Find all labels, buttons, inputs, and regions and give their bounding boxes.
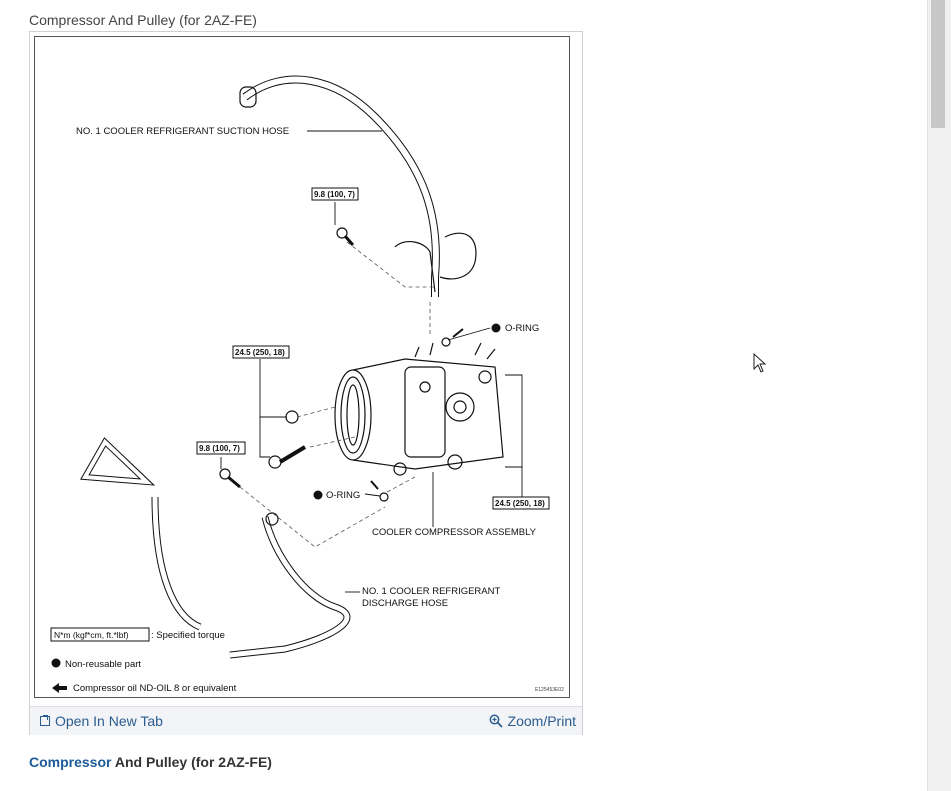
figure-footer: Open In New Tab Zoom/Print [30, 706, 582, 735]
legend-nonreusable: Non-reusable part [65, 659, 141, 670]
open-new-tab-link[interactable]: Open In New Tab [40, 713, 163, 729]
image-code: E125453E02 [535, 687, 564, 693]
legend-oil: Compressor oil ND-OIL 8 or equivalent [73, 683, 237, 694]
discharge-hose-label: NO. 1 COOLER REFRIGERANT [362, 586, 500, 597]
legend-dot-icon [51, 658, 61, 668]
diagram-svg: 9.8 (100, 7) 24.5 (250, 18) 9.8 (100, 7)… [50, 75, 564, 694]
oring-bottom-label: O-RING [326, 490, 360, 501]
nonreusable-dot [313, 490, 323, 500]
figure-card: 9.8 (100, 7) 24.5 (250, 18) 9.8 (100, 7)… [29, 31, 583, 735]
torque-label: 9.8 (100, 7) [199, 444, 240, 453]
torque-label: 9.8 (100, 7) [314, 190, 355, 199]
section-heading-link[interactable]: Compressor [29, 754, 112, 770]
zoom-icon [489, 714, 503, 728]
torque-label: 24.5 (250, 18) [495, 499, 545, 508]
mouse-cursor-icon [753, 353, 767, 373]
open-tab-icon [40, 715, 50, 726]
nonreusable-dot [491, 323, 501, 333]
section-heading-rest: And Pulley (for 2AZ-FE) [111, 754, 272, 770]
zoom-label: Zoom/Print [507, 713, 576, 729]
page-title: Compressor And Pulley (for 2AZ-FE) [29, 12, 257, 28]
suction-hose-label: NO. 1 COOLER REFRIGERANT SUCTION HOSE [76, 126, 289, 137]
discharge-hose-label-2: DISCHARGE HOSE [362, 598, 448, 609]
legend-arrow-icon [52, 683, 67, 693]
vertical-scrollbar[interactable] [927, 0, 951, 791]
section-heading: Compressor And Pulley (for 2AZ-FE) [29, 754, 272, 770]
oring-top-label: O-RING [505, 323, 539, 334]
assembly-label: COOLER COMPRESSOR ASSEMBLY [372, 527, 537, 538]
torque-label: 24.5 (250, 18) [235, 348, 285, 357]
legend-torque-desc: : Specified torque [151, 630, 225, 641]
zoom-print-link[interactable]: Zoom/Print [489, 713, 576, 729]
legend-torque-unit: N*m (kgf*cm, ft.*lbf) [54, 630, 129, 640]
scrollbar-thumb[interactable] [931, 0, 945, 128]
compressor-diagram: 9.8 (100, 7) 24.5 (250, 18) 9.8 (100, 7)… [34, 36, 570, 698]
open-tab-label: Open In New Tab [55, 713, 163, 729]
